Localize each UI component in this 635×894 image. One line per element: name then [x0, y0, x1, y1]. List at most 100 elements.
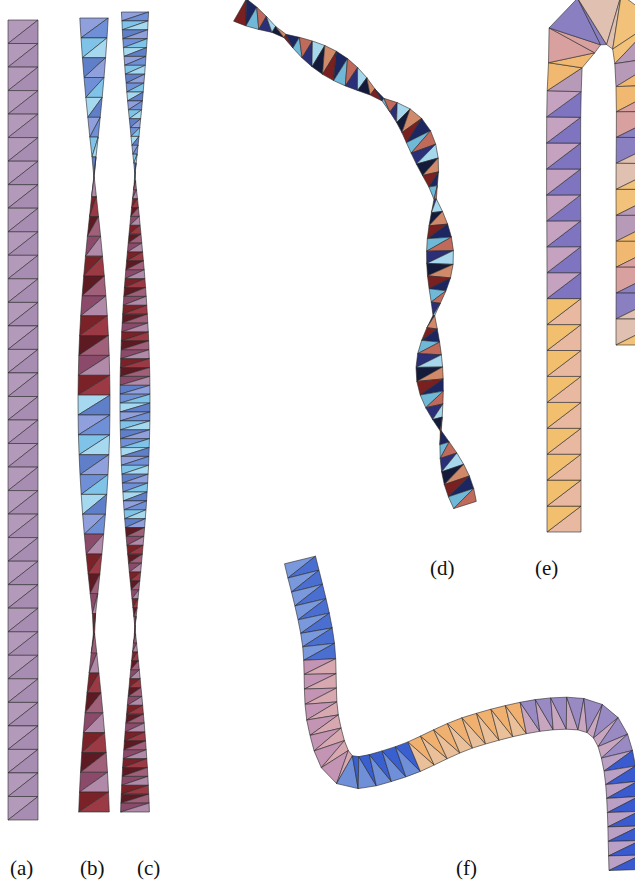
panel-label: (e)	[535, 558, 558, 579]
ribbon-facet	[127, 705, 144, 714]
ribbon-facet	[84, 256, 105, 276]
ribbon-facet	[547, 117, 581, 143]
ribbon-facet	[616, 164, 635, 190]
ribbon-facet	[82, 733, 106, 753]
ribbon-facet	[122, 768, 147, 777]
ribbon-facet	[122, 776, 148, 785]
ribbon-facet	[124, 48, 147, 57]
ribbon-facet	[120, 376, 150, 385]
ribbon-facet	[375, 89, 384, 101]
ribbon-facet	[124, 732, 145, 741]
ribbon-facet	[133, 145, 138, 154]
ribbon-facet	[81, 753, 108, 773]
ribbon-facet	[134, 154, 137, 163]
ribbon-facet	[121, 332, 148, 341]
ribbon-facet	[8, 491, 38, 514]
ribbon-facet	[125, 723, 145, 732]
ribbon-facet	[8, 797, 38, 821]
ribbon-facet	[121, 341, 149, 350]
ribbon-facet	[616, 319, 635, 345]
ribbon-facet	[127, 92, 143, 101]
ribbon-facet	[129, 679, 141, 688]
ribbon-facet	[91, 633, 97, 653]
ribbon-facet	[616, 85, 635, 112]
ribbon-facet	[8, 561, 38, 585]
ribbon-facet	[134, 625, 135, 634]
ribbon-facet	[127, 696, 142, 705]
ribbon-facet	[121, 456, 148, 465]
ribbon-facet	[131, 581, 140, 590]
ribbon-facet	[125, 56, 146, 65]
ribbon-facet	[427, 316, 437, 329]
ribbon-facet	[128, 92, 144, 101]
ribbon-facet	[88, 574, 100, 594]
ribbon-facet	[87, 673, 101, 693]
ribbon-facet	[121, 448, 149, 457]
ribbon-facet	[8, 679, 38, 703]
ribbon-facet	[352, 756, 358, 789]
ribbon-facet	[81, 296, 108, 316]
ribbon-facet	[134, 181, 137, 190]
ribbon-facet	[547, 480, 581, 506]
ribbon-facet	[122, 465, 149, 474]
ribbon-facet	[8, 373, 38, 397]
ribbon-facet	[124, 510, 146, 519]
ribbon-facet	[454, 488, 477, 508]
ribbon-facet	[616, 241, 635, 267]
ribbon-facet	[547, 325, 581, 351]
ribbon-facet	[551, 697, 567, 729]
ribbon-facet	[124, 732, 144, 741]
ribbon-facet	[547, 428, 581, 454]
ribbon-facet	[121, 794, 149, 803]
ribbon-facet	[94, 157, 96, 177]
ribbon-facet	[431, 291, 446, 304]
ribbon-facet	[616, 189, 635, 215]
ribbon-facet	[129, 563, 142, 572]
ribbon-facet	[92, 177, 97, 197]
ribbon-facet	[126, 83, 144, 92]
ribbon-facet	[79, 336, 109, 356]
ribbon-facet	[124, 501, 147, 510]
ribbon-facet	[8, 655, 38, 679]
ribbon-facet	[121, 439, 150, 448]
ribbon-facet	[131, 128, 140, 137]
ribbon-facet	[120, 421, 150, 430]
ribbon-facet	[547, 247, 581, 273]
ribbon-facet	[121, 332, 148, 341]
ribbon-facet	[86, 554, 102, 574]
ribbon-facet	[607, 781, 635, 798]
ribbon-facet	[80, 455, 109, 475]
ribbon-facet	[426, 404, 443, 420]
ribbon-facet	[8, 514, 38, 538]
ribbon-facet	[90, 137, 98, 157]
ribbon-facet	[120, 376, 150, 385]
ribbon-facet	[547, 480, 581, 506]
ribbon-facet	[551, 698, 567, 730]
ribbon-facet	[8, 655, 38, 679]
ribbon-facet	[8, 138, 38, 162]
panel-label: (c)	[137, 858, 160, 879]
ribbon-facet	[8, 561, 38, 585]
ribbon-facet	[547, 169, 581, 195]
ribbon-facet	[125, 65, 146, 74]
ribbon-facet	[132, 652, 138, 661]
ribbon-facet	[125, 519, 145, 528]
ribbon-facet	[78, 395, 110, 415]
panel-label: (b)	[80, 858, 105, 879]
ribbon-facet	[547, 351, 581, 377]
ribbon-facet	[423, 172, 439, 187]
ribbon-facet	[616, 85, 635, 112]
ribbon-facet	[80, 18, 108, 38]
ribbon-facet	[124, 288, 146, 297]
ribbon-facet	[122, 768, 148, 777]
ribbon-facet	[127, 252, 144, 261]
ribbon-facet	[8, 20, 38, 44]
ribbon-facet	[125, 65, 145, 74]
ribbon-facet	[131, 136, 139, 145]
ribbon-facet	[8, 20, 38, 44]
ribbon-facet	[123, 759, 147, 768]
ribbon-facet	[92, 137, 98, 157]
ribbon-facet	[8, 44, 38, 68]
ribbon-facet	[85, 693, 103, 713]
ribbon-facet	[80, 316, 109, 336]
